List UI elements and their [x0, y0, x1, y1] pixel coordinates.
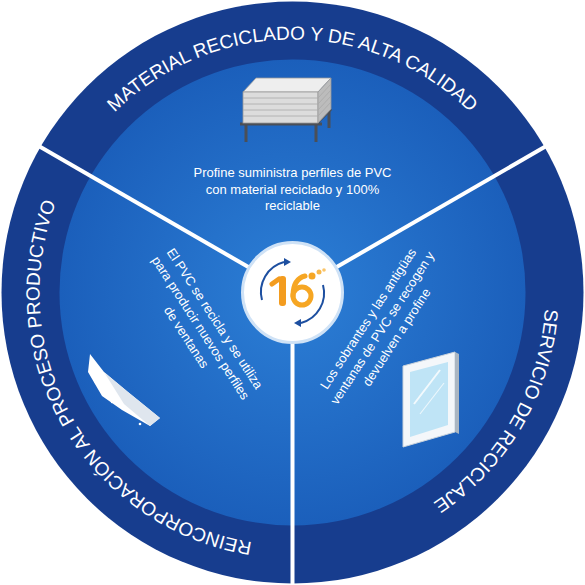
sector-dividers: [40, 147, 546, 585]
profile-stack-icon: [240, 78, 331, 142]
divider-line: [291, 343, 295, 585]
divider-line: [40, 147, 250, 268]
divider-line: [336, 147, 546, 268]
center-logo: [243, 243, 343, 343]
sector-description: Los sobrantes y las antigüas ventanas de…: [310, 235, 456, 422]
sector-description: Profine suministra perfiles de PVC con m…: [190, 165, 395, 216]
sector-heading: SERVICIO DE RECICLAJE: [431, 308, 562, 516]
window-icon: [403, 352, 459, 447]
sector-heading: REINCORPORACIÓN AL PROCESO PRODUCTIVO: [22, 197, 252, 559]
pvc-powder-icon: [88, 354, 160, 426]
sector-description: El PVC se recicla y se utiliza para prod…: [129, 238, 271, 418]
sector-heading: MATERIAL RECICLADO Y DE ALTA CALIDAD: [103, 22, 482, 115]
